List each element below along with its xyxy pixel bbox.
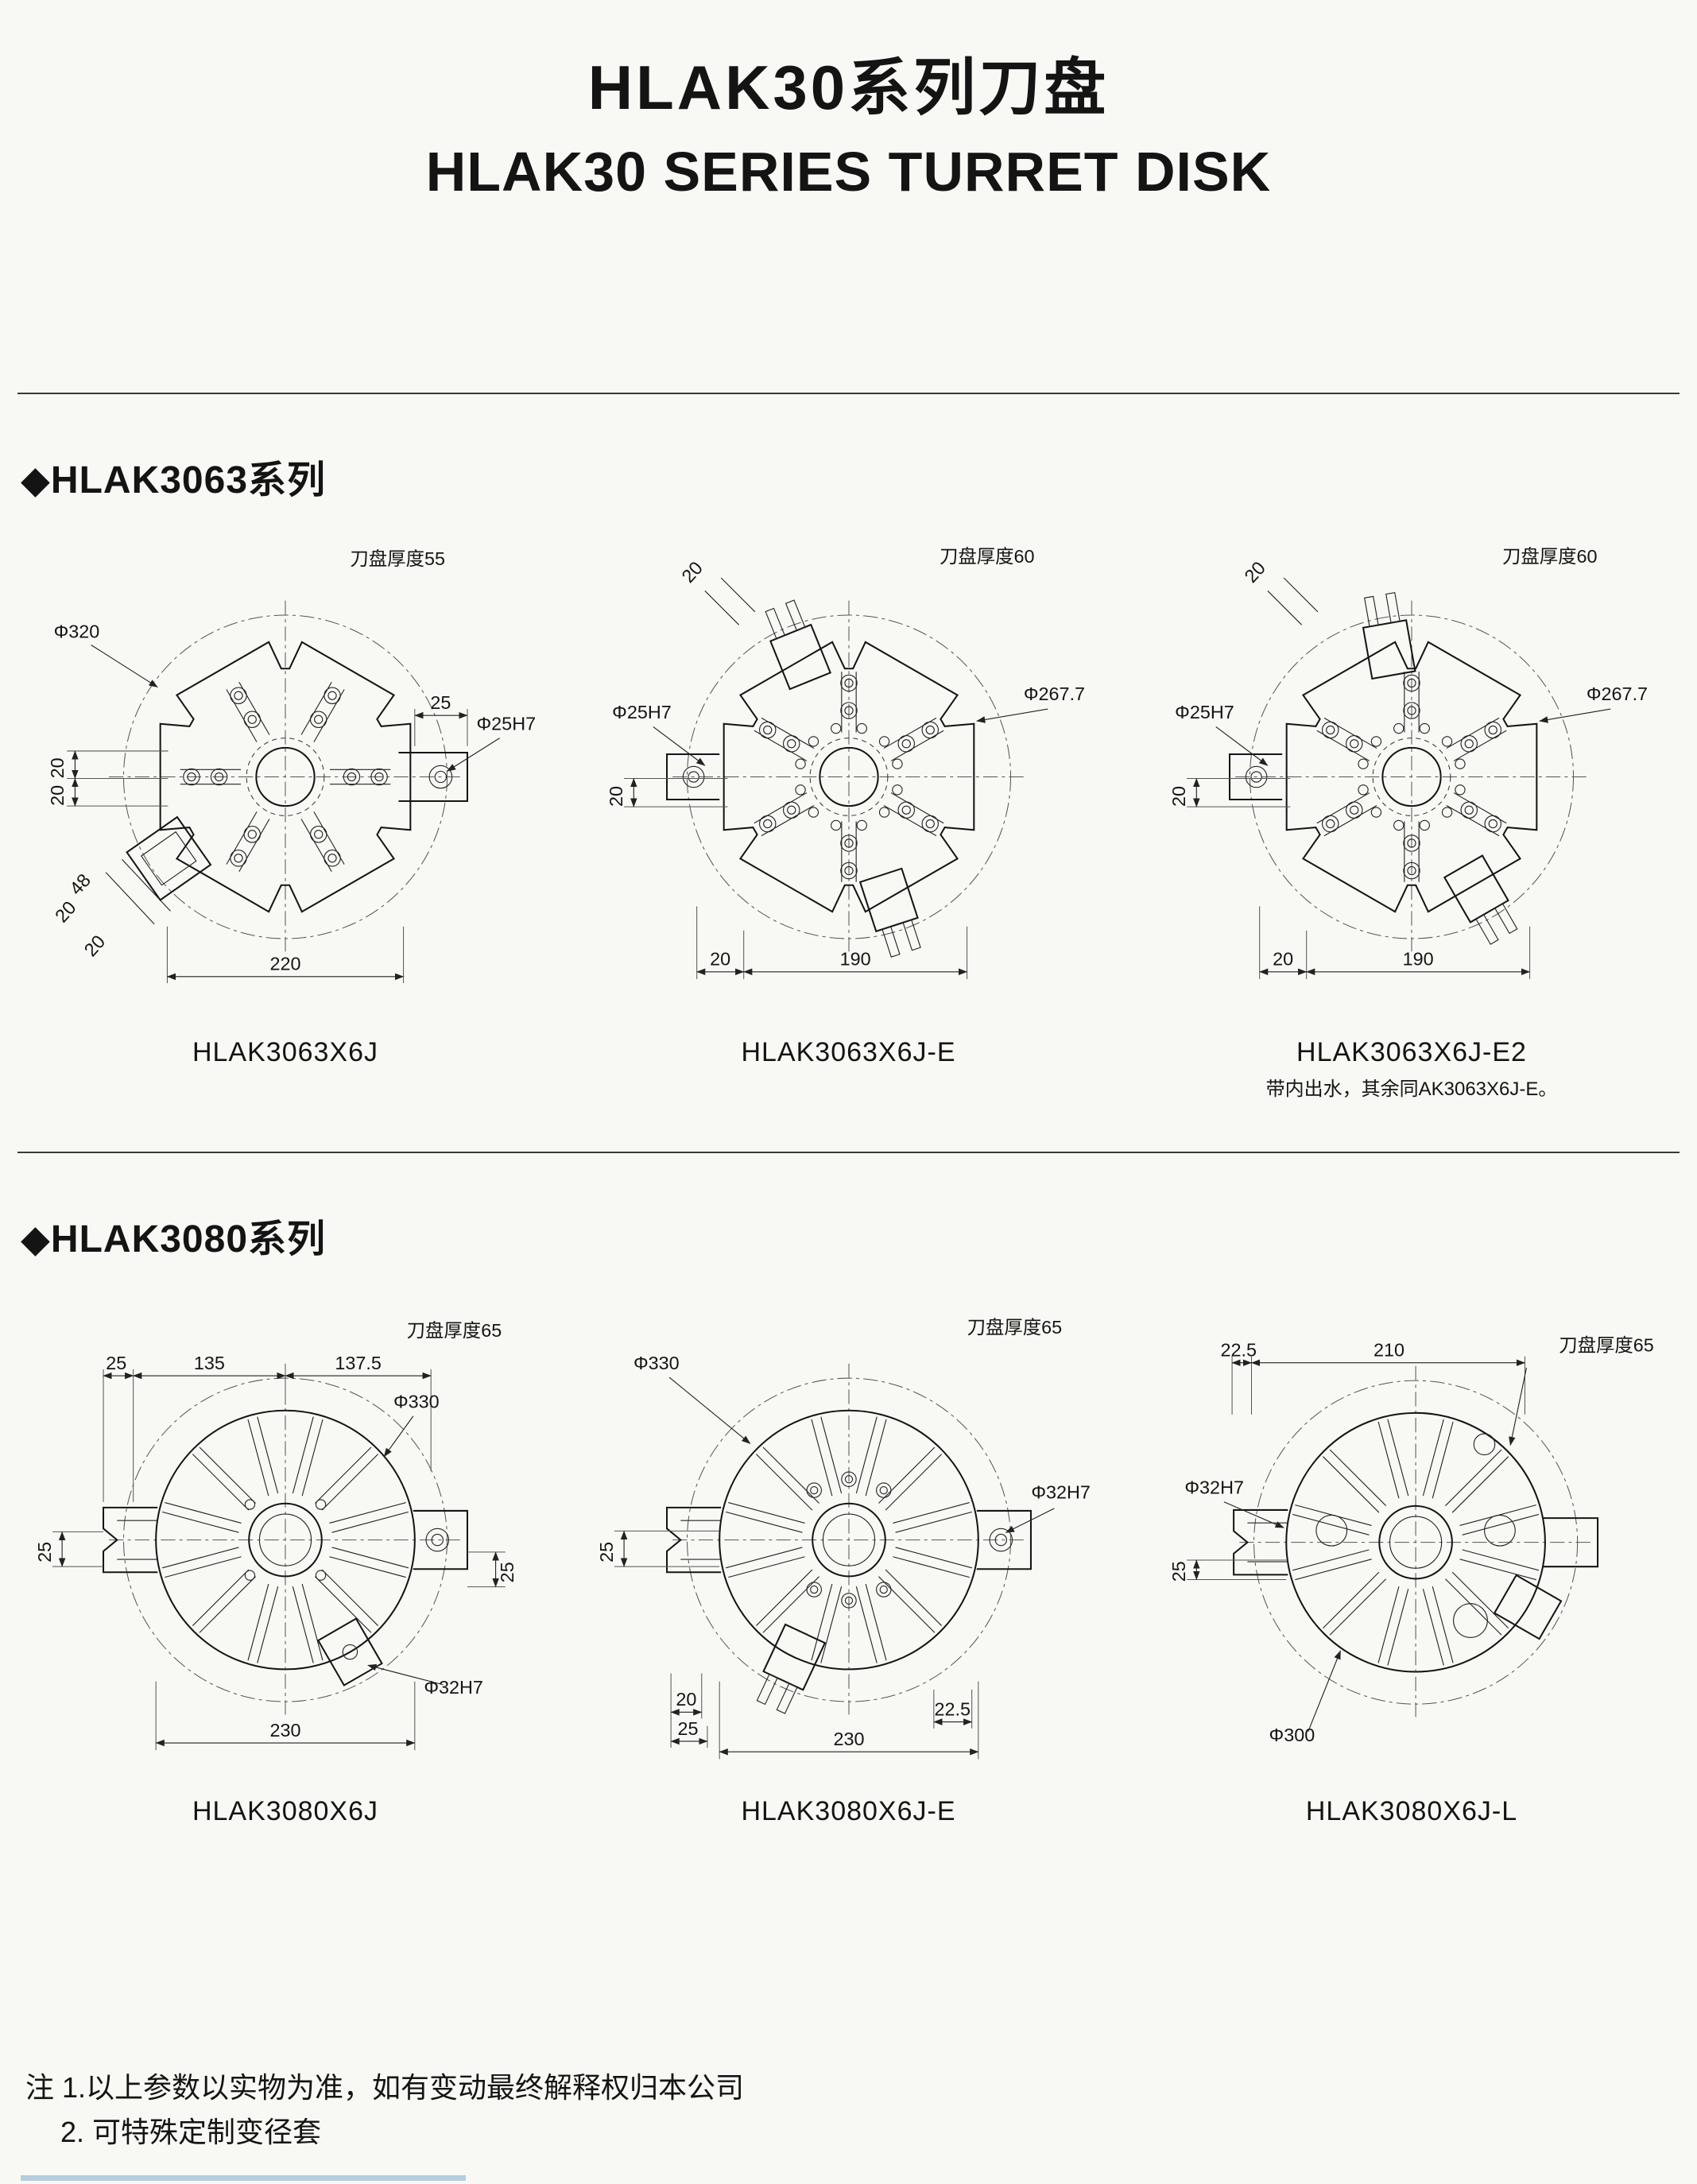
turret-drawing: 22.5 210 刀盘厚度65 Φ32H7 25 Φ300: [1168, 1334, 1654, 1745]
turret-drawing: 20 刀盘厚度60 Φ25H7 Φ267.7 20: [1168, 546, 1648, 979]
dimension-lines: 刀盘厚度55 Φ320 25 Φ25H7 2: [47, 548, 536, 983]
dim-disk-diameter: Φ267.7: [1023, 683, 1084, 704]
turret-disk-geometry: [1233, 1365, 1599, 1719]
dim-left: 20: [47, 785, 68, 806]
section-header: ◆HLAK3063系列: [21, 459, 327, 501]
dim-bottom: 25: [677, 1718, 698, 1739]
turret-drawing: 刀盘厚度55 Φ320 25 Φ25H7 2: [47, 548, 536, 983]
dim-thickness: 刀盘厚度65: [407, 1320, 502, 1341]
figure-row-3063: 刀盘厚度55 Φ320 25 Φ25H7 2: [0, 526, 1697, 1101]
dim-thickness: 刀盘厚度60: [1502, 546, 1598, 567]
dim-bore: Φ32H7: [1031, 1482, 1091, 1503]
dim-outer-diameter: Φ320: [54, 621, 100, 641]
turret-disk-geometry: [665, 1363, 1032, 1717]
dim-right: 25: [497, 1562, 517, 1582]
dim-left: 20: [1168, 786, 1189, 807]
page-title-en: HLAK30 SERIES TURRET DISK: [425, 141, 1272, 203]
dimension-lines: 20 刀盘厚度60 Φ25H7 Φ267.7 20: [606, 546, 1085, 979]
figure-caption: HLAK3063X6J-E2: [1296, 1037, 1527, 1067]
dim-top: 25: [430, 692, 451, 713]
dim-bottom: 20: [676, 1689, 696, 1710]
dimension-lines: Φ330 刀盘厚度65 Φ32H7 25 20: [595, 1317, 1091, 1760]
dim-thickness: 刀盘厚度55: [350, 548, 445, 569]
figure-caption: HLAK3080X6J-E: [741, 1796, 956, 1826]
dimension-lines: 22.5 210 刀盘厚度65 Φ32H7 25 Φ300: [1168, 1334, 1654, 1745]
dim-bottom: 190: [1403, 949, 1434, 970]
turret-disk-geometry: [109, 600, 468, 954]
dim-top: 20: [1240, 557, 1269, 587]
dim-outer-diameter: Φ330: [633, 1353, 679, 1373]
dim-outer-diameter: Φ300: [1269, 1725, 1315, 1745]
section-hlak3063: ◆HLAK3063系列 刀盘厚度55 Φ320 25 Φ25H7: [0, 448, 1697, 1101]
dim-top: 137.5: [335, 1353, 382, 1373]
dim-bore: Φ32H7: [424, 1677, 483, 1698]
figure-hlak3063x6j-e: 20 刀盘厚度60 Φ25H7 Φ267.7 20: [568, 526, 1129, 1101]
dim-thickness: 刀盘厚度65: [1559, 1334, 1654, 1355]
note-line: 注 1.以上参数以实物为准，如有变动最终解释权归本公司: [25, 2071, 745, 2104]
dimension-lines: 25 135 137.5 刀盘厚度65 Φ330 25 25: [34, 1320, 517, 1751]
scan-edge-artifact: [21, 2175, 466, 2181]
figure-hlak3080x6j-e: Φ330 刀盘厚度65 Φ32H7 25 20: [568, 1285, 1129, 1827]
dim-bore: Φ25H7: [612, 702, 672, 722]
dim-left: 20: [606, 786, 626, 807]
figure-caption: HLAK3063X6J-E: [741, 1037, 956, 1067]
dim-width: 230: [269, 1720, 300, 1741]
figure-hlak3080x6j: 25 135 137.5 刀盘厚度65 Φ330 25 25: [5, 1285, 566, 1827]
dim-top: 22.5: [1220, 1340, 1257, 1361]
turret-drawing: 25 135 137.5 刀盘厚度65 Φ330 25 25: [34, 1320, 517, 1751]
dim-left: 25: [34, 1542, 55, 1562]
dim-bore: Φ25H7: [1175, 702, 1234, 722]
figure-hlak3063x6j: 刀盘厚度55 Φ320 25 Φ25H7 2: [5, 526, 566, 1101]
dim-disk-diameter: Φ267.7: [1587, 683, 1648, 704]
dim-top: 20: [677, 557, 707, 587]
turret-disk-geometry: [1229, 591, 1588, 954]
dim-left: 25: [595, 1542, 616, 1562]
dim-diagonal: 20: [51, 897, 80, 927]
dim-bottom: 22.5: [934, 1698, 971, 1719]
section-divider: [17, 393, 1680, 394]
page-title-zh: HLAK30系列刀盘: [587, 52, 1110, 122]
figure-subcaption: 带内出水，其余同AK3063X6J-E。: [1265, 1078, 1558, 1100]
note-line: 2. 可特殊定制变径套: [60, 2115, 322, 2148]
dimension-lines: 20 刀盘厚度60 Φ25H7 Φ267.7 20: [1168, 546, 1648, 979]
dim-bore: Φ25H7: [477, 713, 537, 734]
section-divider: [17, 1152, 1680, 1153]
dim-thickness: 刀盘厚度60: [939, 546, 1034, 567]
dim-outer-diameter: Φ330: [393, 1392, 440, 1412]
dim-top: 25: [106, 1353, 126, 1373]
turret-disk-geometry: [665, 599, 1025, 958]
dim-top: 210: [1373, 1340, 1404, 1361]
figure-caption: HLAK3080X6J: [192, 1796, 379, 1826]
turret-drawing: Φ330 刀盘厚度65 Φ32H7 25 20: [595, 1317, 1091, 1760]
figure-caption: HLAK3080X6J-L: [1305, 1796, 1518, 1826]
dim-bottom: 20: [710, 949, 730, 970]
section-header: ◆HLAK3080系列: [21, 1218, 327, 1260]
dim-bore: Φ32H7: [1184, 1477, 1244, 1498]
dim-width: 220: [269, 954, 300, 974]
dim-width: 230: [833, 1729, 864, 1749]
figure-row-3080: 25 135 137.5 刀盘厚度65 Φ330 25 25: [0, 1285, 1697, 1827]
figure-hlak3080x6j-l: 22.5 210 刀盘厚度65 Φ32H7 25 Φ300 HLAK: [1131, 1285, 1692, 1827]
dim-bottom: 20: [1273, 949, 1293, 970]
section-hlak3080: ◆HLAK3080系列 25 135 13: [0, 1207, 1697, 1827]
dim-bottom: 190: [839, 949, 870, 970]
figure-caption: HLAK3063X6J: [192, 1037, 379, 1067]
dim-left: 25: [1168, 1561, 1189, 1582]
dim-thickness: 刀盘厚度65: [967, 1317, 1062, 1338]
figure-hlak3063x6j-e2: 20 刀盘厚度60 Φ25H7 Φ267.7 20: [1131, 526, 1692, 1101]
footer-notes: 注 1.以上参数以实物为准，如有变动最终解释权归本公司 2. 可特殊定制变径套: [25, 2066, 1697, 2155]
dim-left: 20: [47, 757, 68, 778]
dim-diagonal: 20: [80, 931, 110, 961]
dim-top: 135: [194, 1353, 225, 1373]
turret-drawing: 20 刀盘厚度60 Φ25H7 Φ267.7 20: [606, 546, 1085, 979]
dim-diagonal: 48: [65, 869, 95, 899]
